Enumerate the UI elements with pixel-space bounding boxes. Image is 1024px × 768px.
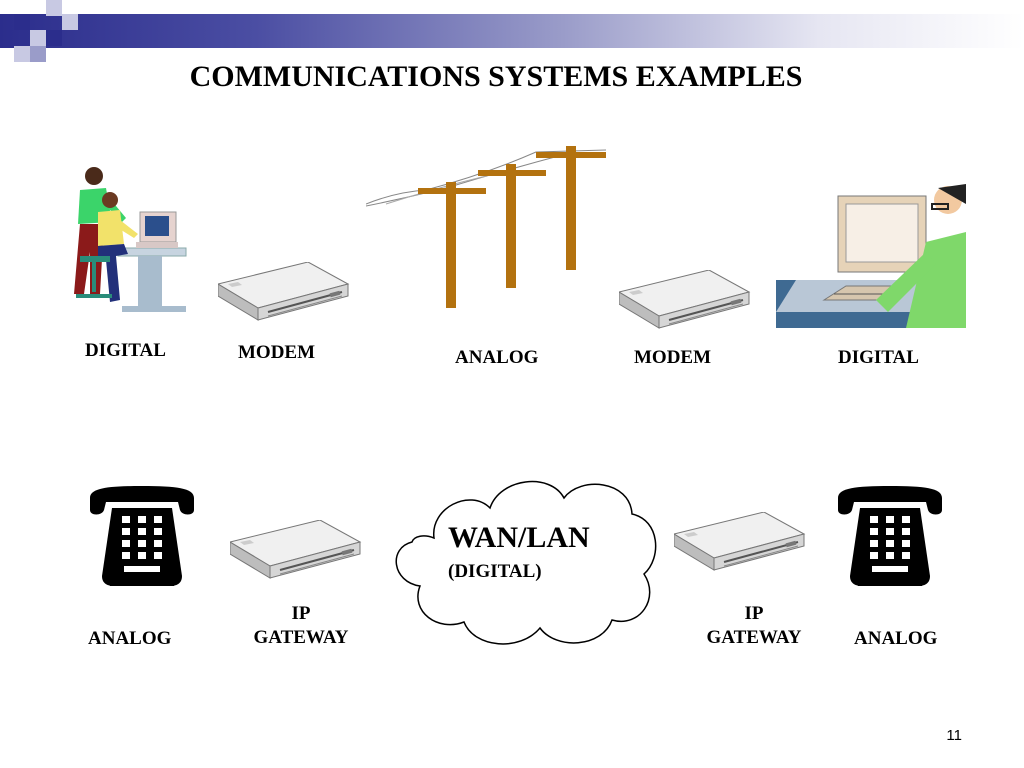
header-square	[46, 30, 62, 46]
man-at-computer-icon	[776, 184, 966, 328]
label-ip-gateway-right: IP GATEWAY	[694, 602, 814, 650]
label-digital-left: DIGITAL	[85, 340, 166, 361]
telephone-icon	[90, 486, 194, 586]
modem-icon	[619, 270, 750, 329]
telephone-icon	[838, 486, 942, 586]
label-modem-left: MODEM	[238, 342, 316, 363]
header-gradient-bar	[0, 14, 1024, 48]
ip-gateway-icon	[230, 520, 361, 579]
modem-icon	[218, 262, 349, 321]
slide-title: COMMUNICATIONS SYSTEMS EXAMPLES	[189, 60, 803, 93]
label-digital-right: DIGITAL	[838, 347, 919, 368]
label-ip-gateway-left: IP GATEWAY	[241, 602, 361, 650]
label-gateway: GATEWAY	[706, 627, 802, 648]
ip-gateway-icon	[674, 512, 805, 571]
header-square	[30, 46, 46, 62]
cloud-title: WAN/LAN	[448, 521, 590, 554]
network-cloud-icon	[395, 480, 657, 645]
header-square	[14, 46, 30, 62]
label-ip: IP	[744, 603, 764, 624]
label-ip: IP	[291, 603, 311, 624]
header-square	[62, 14, 78, 30]
people-at-computer-icon	[74, 167, 187, 312]
label-gateway: GATEWAY	[253, 627, 349, 648]
header-square	[30, 30, 46, 46]
page-number: 11	[946, 727, 962, 744]
header-square	[46, 0, 62, 16]
label-analog-left-phone: ANALOG	[88, 628, 172, 649]
label-modem-right: MODEM	[634, 347, 712, 368]
header-square	[14, 14, 30, 30]
label-analog-right-phone: ANALOG	[854, 628, 938, 649]
label-analog-line: ANALOG	[455, 347, 539, 368]
cloud-subtitle: (DIGITAL)	[448, 561, 542, 582]
telephone-poles-icon	[366, 146, 607, 308]
